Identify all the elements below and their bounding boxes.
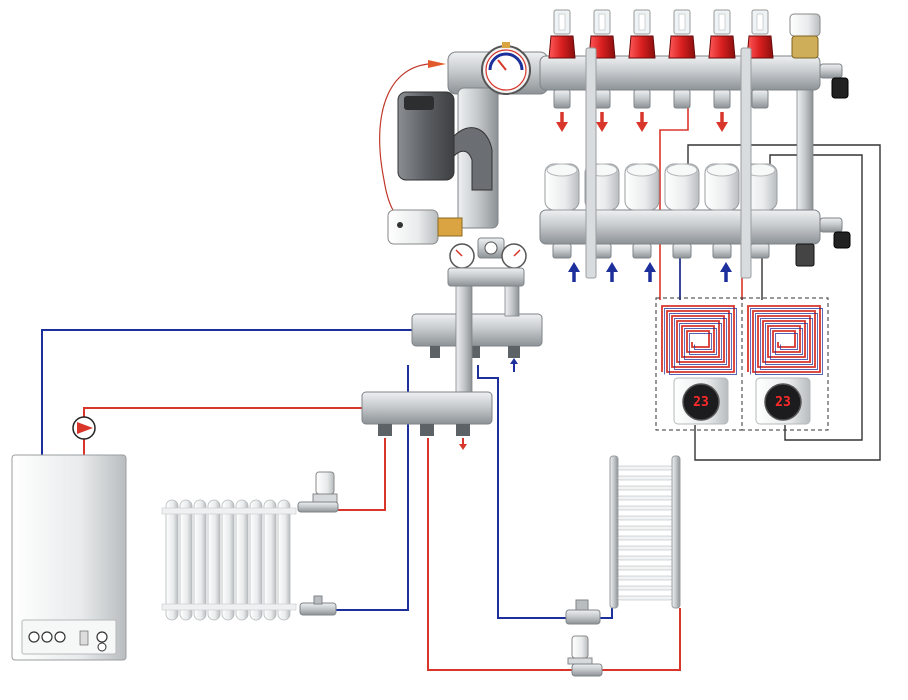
return-drain-valve[interactable] [795, 217, 851, 267]
boiler-return-pipe [41, 329, 415, 455]
supply-thermometer-gauge [481, 42, 531, 95]
valve-actuator[interactable] [624, 163, 660, 259]
flow-meter-cap[interactable] [746, 9, 774, 109]
towel-rail-return-pipe [477, 365, 570, 619]
mixer-riser-pipe [455, 281, 473, 395]
supply-flow-arrow [716, 112, 728, 132]
boiler-control-knobs[interactable] [28, 630, 108, 652]
valve-actuator[interactable] [664, 163, 700, 259]
radiator-lockshield-valve[interactable] [299, 595, 337, 616]
valve-actuator[interactable] [704, 163, 740, 259]
towel-rail [609, 455, 681, 609]
manifold-bracket-left [585, 47, 597, 279]
drain-valve[interactable] [819, 63, 849, 99]
supply-flow-arrow [556, 112, 568, 132]
towel-rail-supply-pipe [427, 438, 578, 671]
flow-meter-cap[interactable] [668, 9, 696, 109]
towel-rail-supply-valve[interactable] [567, 635, 603, 677]
valve-actuator[interactable] [544, 163, 580, 259]
return-manifold [539, 47, 851, 279]
boiler-supply-pipe [83, 407, 365, 455]
mixing-group [379, 42, 549, 287]
air-vent-icon [789, 13, 821, 211]
thermostat-1-display: 23 [693, 395, 709, 410]
return-flow-arrow [644, 262, 656, 282]
lower-collector [361, 391, 493, 450]
supply-flow-arrow [636, 112, 648, 132]
boiler [11, 454, 127, 661]
towel-rail-supply-riser [600, 608, 681, 671]
flow-meter-cap[interactable] [708, 9, 736, 109]
radiator [161, 499, 297, 621]
radiator-thermostatic-valve[interactable] [297, 471, 339, 513]
underfloor-zone-2: 23 [741, 297, 829, 431]
flow-meter-cap[interactable] [628, 9, 656, 109]
pressure-gauge [501, 243, 527, 269]
radiator-supply-pipe [335, 438, 386, 511]
underfloor-zone-1: 23 [655, 297, 743, 431]
underfloor-heating-loop-icon [747, 305, 823, 375]
manifold-bracket-right [740, 47, 752, 279]
towel-rail-return-valve[interactable] [565, 599, 601, 625]
room-thermostat-icon[interactable]: 23 [673, 377, 729, 425]
room-thermostat-icon[interactable]: 23 [755, 377, 811, 425]
return-thermometer-gauge [449, 243, 475, 269]
radiator-return-pipe [335, 365, 409, 611]
supply-flow-arrow [596, 112, 608, 132]
bypass-valve[interactable] [477, 237, 505, 259]
thermostat-2-display: 23 [775, 395, 791, 410]
return-flow-arrow [720, 262, 732, 282]
towel-rail-return-riser [598, 608, 613, 619]
underfloor-heating-loop-icon [661, 305, 737, 375]
mixer-riser-pipe-2 [504, 281, 520, 317]
upper-collector [411, 313, 543, 372]
circulation-pump-icon [397, 91, 493, 191]
flow-meter-cap[interactable] [548, 9, 576, 109]
return-flow-arrow [568, 262, 580, 282]
mixer-thermostatic-head[interactable] [387, 209, 463, 245]
return-flow-arrow [606, 262, 618, 282]
circulation-pump-icon [72, 416, 96, 440]
